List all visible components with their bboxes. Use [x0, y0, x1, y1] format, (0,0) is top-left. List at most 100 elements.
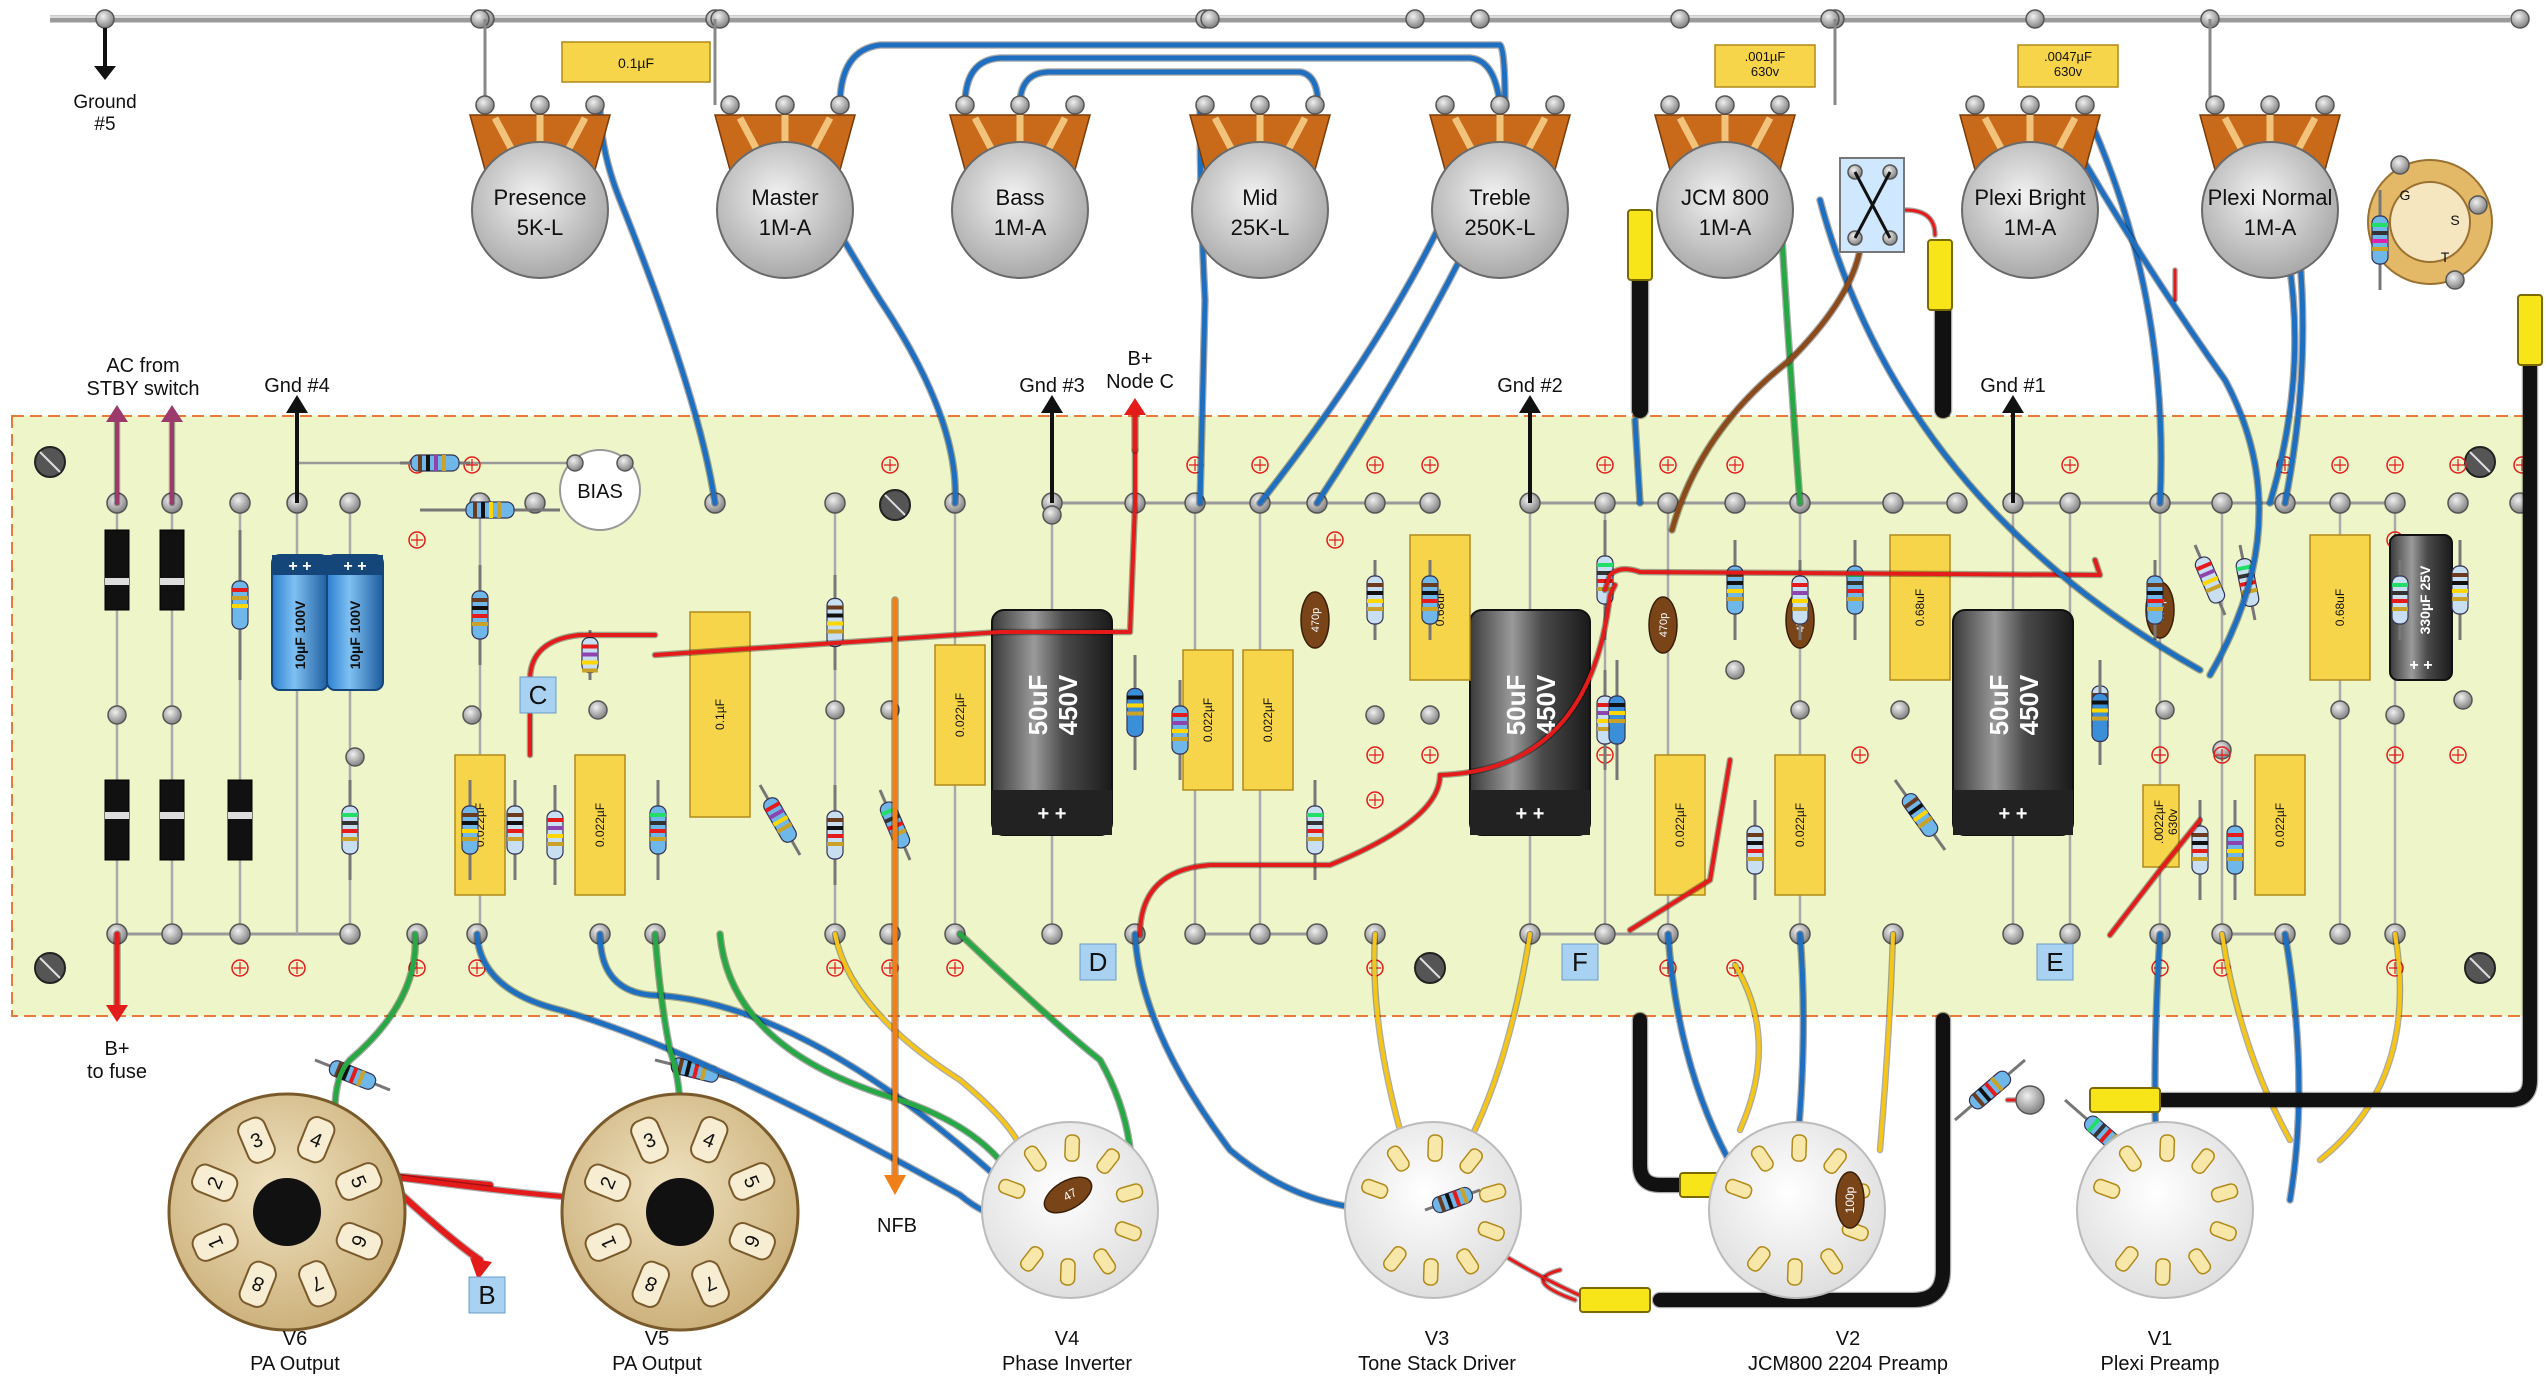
- resistor: [2371, 190, 2389, 290]
- resistor-band: [1437, 1195, 1447, 1213]
- turret-lug: [830, 95, 850, 115]
- board-hole-cross: [1369, 749, 1381, 761]
- resistor-band: [2192, 857, 2208, 861]
- resistor-band: [1172, 713, 1188, 717]
- resistor-band: [1792, 607, 1808, 611]
- ac-arrow-head: [161, 405, 183, 422]
- socket-description: Plexi Preamp: [2101, 1353, 2220, 1375]
- board-hole-cross: [829, 962, 841, 974]
- board-hole-cross: [2154, 749, 2166, 761]
- resistor-band: [473, 502, 477, 518]
- socket-pin: [1115, 1183, 1144, 1203]
- red-wire: [1138, 583, 1617, 937]
- turret-lug: [1657, 492, 1679, 514]
- blue-wire: [2087, 117, 2164, 506]
- resistor-band: [1747, 857, 1763, 861]
- resistor-band: [333, 1061, 344, 1078]
- resistor-band: [768, 808, 785, 820]
- capacitor-body: [2142, 784, 2180, 868]
- resistor-band: [676, 1058, 685, 1075]
- film-capacitor: [2142, 784, 2180, 868]
- shielded-cable-outline: [1631, 1011, 1729, 1194]
- shielded-cable: [1653, 1013, 1950, 1307]
- socket-pin: [728, 1162, 776, 1201]
- electrolytic-capacitor: + +10µF 100V: [271, 554, 329, 691]
- turret-lug: [530, 95, 550, 115]
- resistor-band: [2147, 591, 2163, 595]
- resistor-band: [341, 1064, 351, 1081]
- turret-lug: [2020, 95, 2040, 115]
- turret-lug: [95, 9, 115, 29]
- resistor-band: [1444, 1192, 1454, 1210]
- turret-lug: [2390, 155, 2410, 175]
- node-label: C: [529, 680, 548, 710]
- turret-lug: [2059, 492, 2081, 514]
- label-line: 50uF: [1501, 675, 1531, 736]
- diode-band: [228, 812, 252, 819]
- board-hole: [826, 959, 844, 977]
- resistor: [471, 565, 489, 665]
- socket-pin: [631, 1260, 670, 1308]
- resistor-band: [418, 455, 422, 471]
- socket-id: V1: [2148, 1328, 2172, 1350]
- resistor-band: [2147, 607, 2163, 611]
- resistor-band: [1422, 583, 1438, 587]
- node-label: D: [1089, 947, 1108, 977]
- electrolytic-capacitor: + +10µF 100V: [326, 554, 384, 691]
- polarity-mark: + +: [343, 558, 366, 575]
- resistor: [2146, 560, 2164, 640]
- diode-band: [105, 812, 129, 819]
- board-hole: [2213, 746, 2231, 764]
- socket-pin: [2159, 1134, 2176, 1162]
- resistor: [1893, 779, 1947, 851]
- resistor-band: [582, 652, 598, 657]
- turret-lug: [1715, 95, 1735, 115]
- ceramic-capacitor: [1300, 591, 1330, 649]
- board-hole: [2061, 456, 2079, 474]
- resistor-band: [2372, 239, 2388, 243]
- turret-lug: [955, 95, 975, 115]
- resistor-band: [232, 588, 248, 592]
- board-hole: [231, 959, 249, 977]
- resistor-band: [1452, 1190, 1462, 1207]
- resistor: [314, 1058, 391, 1092]
- label-line: 47: [1061, 1185, 1080, 1204]
- socket-pin: [1382, 1245, 1407, 1272]
- noval-socket: [1708, 1121, 1886, 1299]
- resistor: [1954, 1058, 2026, 1122]
- red-wire: [1541, 1268, 1577, 1302]
- label-line: .0022µF: [2152, 800, 2166, 844]
- resistor-band: [472, 598, 488, 602]
- screw-slot: [2469, 957, 2491, 979]
- resistor-band: [507, 813, 523, 817]
- resistor-band: [1747, 841, 1763, 845]
- resistor-band: [2092, 1123, 2107, 1138]
- resistor-band: [1307, 813, 1323, 817]
- label-line: 0.022µF: [2273, 803, 2287, 847]
- socket-id: V4: [1055, 1328, 1079, 1350]
- ceramic-capacitor: [1835, 1171, 1865, 1229]
- turret-lug: [2510, 9, 2530, 29]
- nfb-label: NFB: [877, 1215, 917, 1237]
- capacitor-body: [1242, 649, 1294, 791]
- input-jack: GST: [2367, 155, 2493, 290]
- socket-pin: [584, 1223, 632, 1262]
- jack-pin-label: G: [2400, 187, 2411, 203]
- blue-wire-outline: [1016, 68, 1322, 109]
- label-line: 50uF: [1984, 675, 2014, 736]
- turret-lug: [1249, 923, 1271, 945]
- label-line: 470p: [1658, 613, 1670, 637]
- board-hole: [1251, 456, 1269, 474]
- pot-value: 25K-L: [1231, 215, 1290, 240]
- resistor-band: [1912, 809, 1929, 823]
- resistor-band: [1307, 829, 1323, 833]
- turret-lug: [1470, 9, 1490, 29]
- red-wire: [1603, 558, 2102, 592]
- blue-wire: [1132, 931, 1393, 1213]
- node-label: F: [1572, 947, 1588, 977]
- resistor-band: [1990, 1076, 2004, 1092]
